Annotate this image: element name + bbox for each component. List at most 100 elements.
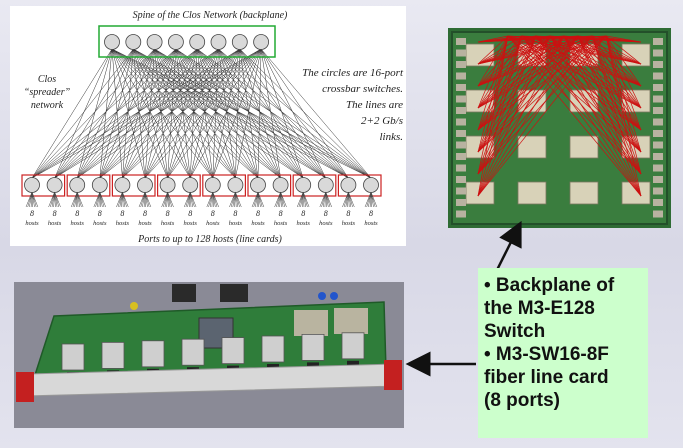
link-line [111, 48, 372, 179]
line-card-group-box [111, 174, 156, 197]
host-link [140, 191, 146, 208]
backplane-link [477, 35, 607, 43]
backplane-link [605, 35, 642, 43]
host-link [54, 191, 60, 208]
link-line [54, 48, 177, 179]
caption-line-3: Switch [484, 321, 546, 342]
backplane-link [477, 35, 607, 153]
host-link [54, 191, 58, 208]
backplane-connector [456, 210, 466, 218]
link-line [54, 48, 219, 179]
backplane-link [477, 35, 607, 65]
note-line-3: The lines are [346, 99, 403, 111]
link-line [235, 48, 241, 179]
host-link [31, 191, 39, 208]
host-link [121, 191, 123, 208]
backplane-connector [653, 95, 663, 103]
host-count-label: 8 [233, 209, 237, 218]
backplane-link [521, 35, 642, 153]
backplane-connector [653, 38, 663, 45]
backplane-link [507, 35, 642, 175]
backplane-connector [653, 176, 663, 183]
host-count-label: 8 [279, 209, 283, 218]
link-line [144, 48, 219, 179]
host-link [167, 191, 174, 208]
link-line [144, 48, 155, 179]
link-line [218, 48, 236, 179]
host-link [206, 191, 214, 208]
link-line [154, 48, 281, 179]
host-unit-label: hosts [138, 220, 152, 227]
backplane-link [477, 35, 607, 175]
backplane-link [477, 35, 579, 197]
capacitor [330, 292, 338, 300]
link-line [31, 48, 219, 179]
backplane-link [563, 35, 642, 65]
host-link [185, 191, 191, 208]
host-link [189, 191, 193, 208]
host-count-label: 8 [256, 209, 260, 218]
link-line [54, 48, 155, 179]
host-link [187, 191, 191, 208]
link-line [144, 48, 262, 179]
backplane-link [577, 35, 642, 197]
host-link [369, 191, 372, 208]
link-line [77, 48, 198, 179]
spine-switches [104, 34, 270, 50]
leaf-switch [340, 177, 357, 193]
backplane-link [477, 35, 593, 153]
host-link [29, 191, 33, 208]
ejector-left [16, 372, 34, 402]
link-line [77, 48, 219, 179]
host-link [76, 191, 80, 208]
host-link [298, 191, 304, 208]
host-link [122, 191, 126, 208]
backplane-link [605, 35, 642, 109]
line-card-group-box [21, 174, 66, 197]
spine-switch [231, 34, 248, 50]
link-line [154, 48, 168, 179]
host-link [257, 191, 265, 208]
host-labels: 8hosts8hosts8hosts8hosts8hosts8hosts8hos… [25, 209, 378, 227]
backplane-connector [653, 187, 663, 195]
line-card-group-box [292, 174, 337, 197]
link-line [175, 48, 326, 179]
link-line [111, 48, 168, 179]
backplane-link [605, 35, 642, 153]
link-line [122, 48, 240, 179]
host-link [348, 191, 355, 208]
host-link [276, 191, 281, 208]
backplane-chip [621, 181, 651, 205]
backplane-link [477, 35, 579, 65]
link-line [111, 48, 304, 179]
backplane-connector [456, 164, 466, 172]
link-line [76, 48, 134, 179]
backplane-connector [653, 130, 663, 137]
backplane-link [477, 35, 537, 153]
host-link [296, 191, 304, 208]
host-link [212, 191, 214, 208]
backplane-link [477, 35, 565, 65]
host-link [31, 191, 34, 208]
backplane-link [477, 35, 523, 87]
host-unit-label: hosts [297, 220, 311, 227]
backplane-link [563, 35, 642, 175]
backplane-link [563, 35, 642, 153]
link-line [99, 48, 240, 179]
backplane-link [549, 35, 642, 153]
link-line [189, 48, 219, 179]
link-line [175, 48, 349, 179]
host-link [319, 191, 327, 208]
host-link [253, 191, 259, 208]
link-line [99, 48, 177, 179]
backplane-link [507, 35, 642, 197]
host-link [99, 191, 105, 208]
link-line [218, 48, 349, 179]
backplane-link [477, 35, 509, 153]
backplane-link [477, 35, 537, 87]
link-line [175, 48, 259, 179]
host-link [99, 191, 101, 208]
host-link [255, 191, 259, 208]
backplane-link [477, 35, 537, 197]
backplane-link [477, 35, 607, 197]
